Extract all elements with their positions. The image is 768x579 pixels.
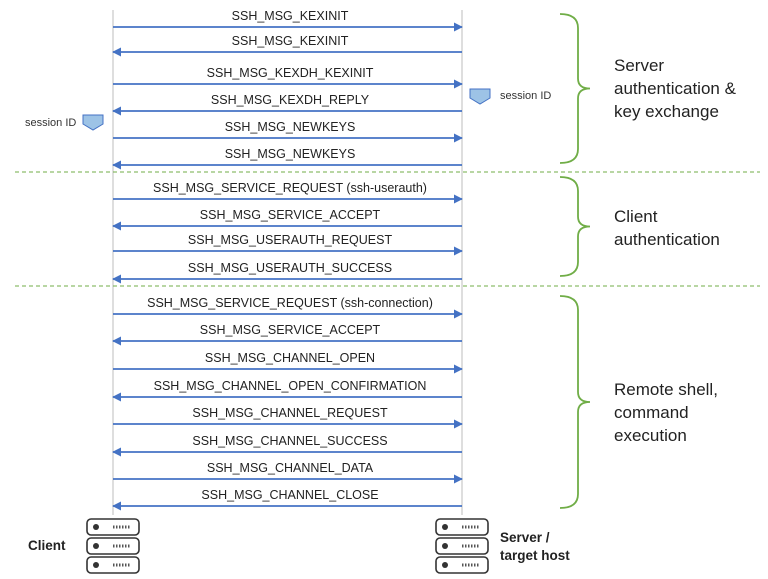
phase-label-key-exchange: Server authentication & key exchange [614, 56, 736, 121]
message-label: SSH_MSG_CHANNEL_DATA [206, 461, 374, 475]
message-label: SSH_MSG_KEXINIT [231, 9, 349, 23]
server-label: Server / target host [500, 530, 570, 563]
phase-label-client-auth: Client authentication [614, 207, 720, 249]
message-label: SSH_MSG_CHANNEL_SUCCESS [192, 434, 388, 448]
message-label: SSH_MSG_CHANNEL_CLOSE [201, 488, 379, 502]
pentagon-marker-icon [82, 114, 104, 131]
server-rack-icon [86, 518, 140, 574]
message-label: SSH_MSG_NEWKEYS [224, 147, 356, 161]
message-label: SSH_MSG_SERVICE_REQUEST (ssh-connection) [147, 296, 433, 310]
message-label: SSH_MSG_CHANNEL_REQUEST [192, 406, 388, 420]
message-label: SSH_MSG_SERVICE_ACCEPT [199, 208, 381, 222]
phase-brace [559, 13, 591, 164]
pentagon-marker-icon [469, 88, 491, 105]
message-label: SSH_MSG_CHANNEL_OPEN [204, 351, 376, 365]
message-label: SSH_MSG_NEWKEYS [224, 120, 356, 134]
message-label: SSH_MSG_KEXINIT [231, 34, 349, 48]
phase-label-remote-shell: Remote shell, command execution [614, 380, 718, 445]
message-label: SSH_MSG_KEXDH_KEXINIT [206, 66, 374, 80]
message-label: SSH_MSG_CHANNEL_OPEN_CONFIRMATION [153, 379, 427, 393]
message-label: SSH_MSG_USERAUTH_REQUEST [187, 233, 393, 247]
server-rack-icon [435, 518, 489, 574]
phase-brace [559, 295, 591, 509]
message-label: SSH_MSG_USERAUTH_SUCCESS [187, 261, 393, 275]
session-id-label-client: session ID [25, 117, 77, 129]
session-id-label-server: session ID [500, 90, 552, 102]
message-label: SSH_MSG_SERVICE_ACCEPT [199, 323, 381, 337]
message-label: SSH_MSG_SERVICE_REQUEST (ssh-userauth) [153, 181, 427, 195]
client-label: Client [28, 538, 66, 553]
message-label: SSH_MSG_KEXDH_REPLY [210, 93, 370, 107]
phase-brace [559, 176, 591, 277]
